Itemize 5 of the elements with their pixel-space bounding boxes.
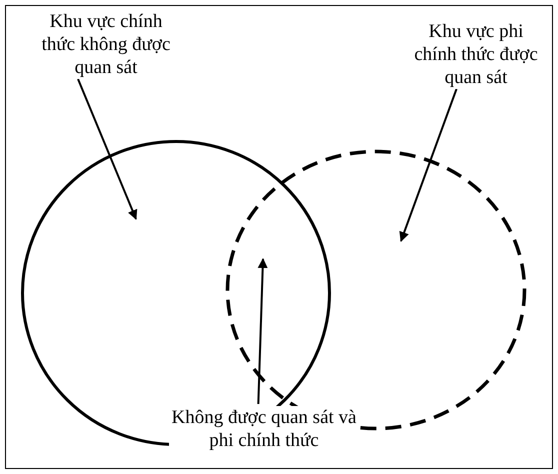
dashed-ellipse [226, 150, 526, 430]
leader-arrow [257, 258, 268, 404]
leader-arrow [77, 78, 138, 220]
region-label: Không được quan sát và phi chính thức [169, 406, 359, 452]
leader-arrow [399, 88, 458, 242]
